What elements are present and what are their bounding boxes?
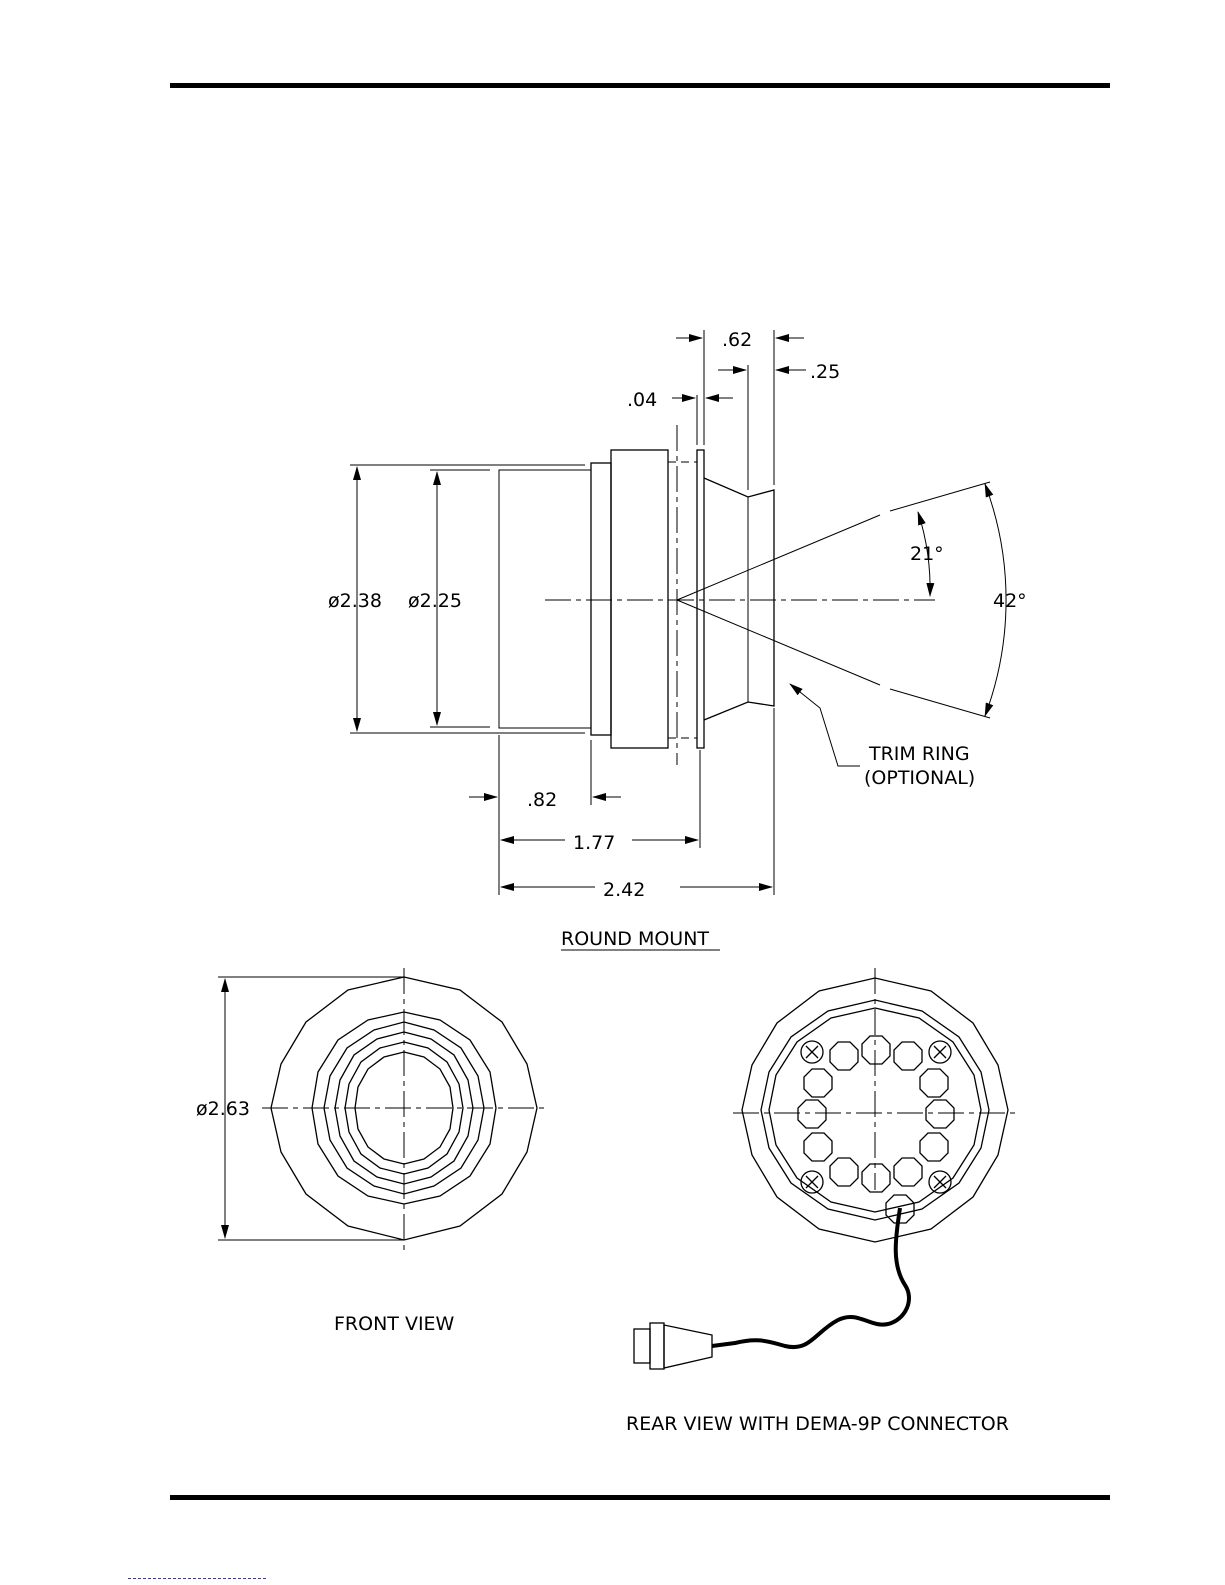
front-view: ø2.63 FRONT VIEW bbox=[196, 968, 548, 1335]
dim-025: .25 bbox=[810, 361, 840, 383]
screw-icon bbox=[929, 1041, 951, 1063]
dema-9p-connector-icon bbox=[634, 1323, 712, 1369]
dim-242: 2.42 bbox=[603, 879, 645, 901]
screw-icon bbox=[801, 1171, 823, 1193]
dim-angle-full: 42° bbox=[993, 590, 1027, 612]
side-view: ø2.38 ø2.25 .62 .25 .04 .82 1.77 2.42 21… bbox=[328, 329, 1027, 950]
dim-177: 1.77 bbox=[573, 832, 615, 854]
screw-icon bbox=[801, 1041, 823, 1063]
dim-dia-outer: ø2.38 bbox=[328, 590, 382, 612]
dim-082: .82 bbox=[527, 789, 557, 811]
cable bbox=[712, 1208, 909, 1347]
front-view-dia: ø2.63 bbox=[196, 1098, 250, 1120]
side-view-title: ROUND MOUNT bbox=[561, 928, 709, 950]
callout-trim-ring: TRIM RING bbox=[868, 743, 970, 765]
front-view-title: FRONT VIEW bbox=[334, 1313, 455, 1335]
callout-optional: (OPTIONAL) bbox=[864, 767, 975, 789]
dim-angle-half: 21° bbox=[910, 543, 944, 565]
dim-062: .62 bbox=[722, 329, 752, 351]
rear-view-title: REAR VIEW WITH DEMA-9P CONNECTOR bbox=[626, 1413, 1009, 1435]
dim-004: .04 bbox=[627, 389, 657, 411]
dim-dia-inner: ø2.25 bbox=[408, 590, 462, 612]
rear-view: REAR VIEW WITH DEMA-9P CONNECTOR bbox=[626, 968, 1020, 1435]
